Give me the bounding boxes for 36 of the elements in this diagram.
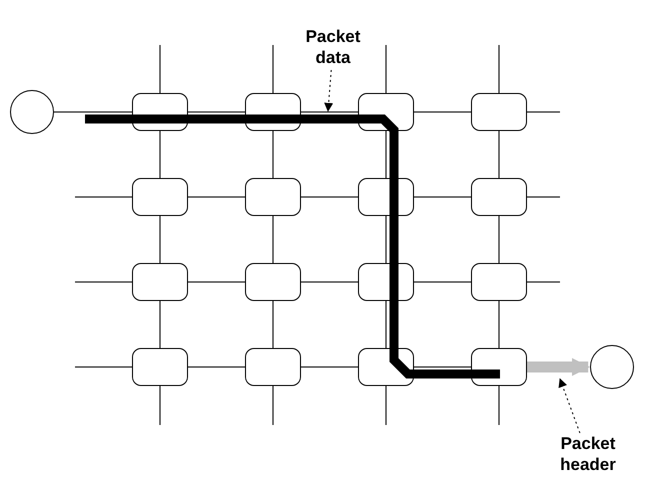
- link-line: [498, 386, 500, 426]
- link-line: [498, 130, 500, 178]
- link-line: [74, 196, 132, 198]
- callout-label: Packet data: [301, 26, 365, 70]
- link-line: [498, 300, 500, 348]
- link-line: [272, 130, 274, 178]
- link-line: [272, 44, 274, 94]
- link-line: [74, 366, 132, 368]
- link-line: [414, 366, 472, 368]
- router-box: [471, 178, 527, 216]
- link-line: [272, 386, 274, 426]
- leader-line: [558, 378, 580, 434]
- router-box: [132, 348, 188, 386]
- link-line: [300, 366, 358, 368]
- link-line: [414, 196, 472, 198]
- terminal-circle: [10, 90, 54, 134]
- link-line: [526, 196, 560, 198]
- terminal-circle: [590, 345, 634, 389]
- callout-label: Packet header: [553, 433, 623, 477]
- link-line: [498, 44, 500, 94]
- router-box: [471, 93, 527, 131]
- router-box: [245, 348, 301, 386]
- router-box: [245, 178, 301, 216]
- router-box: [245, 263, 301, 301]
- router-box: [132, 263, 188, 301]
- router-box: [471, 263, 527, 301]
- link-line: [300, 196, 358, 198]
- link-line: [498, 216, 500, 264]
- packet-route: [85, 114, 500, 378]
- leader-line: [324, 70, 334, 112]
- link-line: [272, 216, 274, 264]
- router-box: [132, 178, 188, 216]
- link-line: [188, 366, 246, 368]
- link-line: [188, 196, 246, 198]
- header-arrow: [527, 358, 590, 376]
- link-line: [272, 300, 274, 348]
